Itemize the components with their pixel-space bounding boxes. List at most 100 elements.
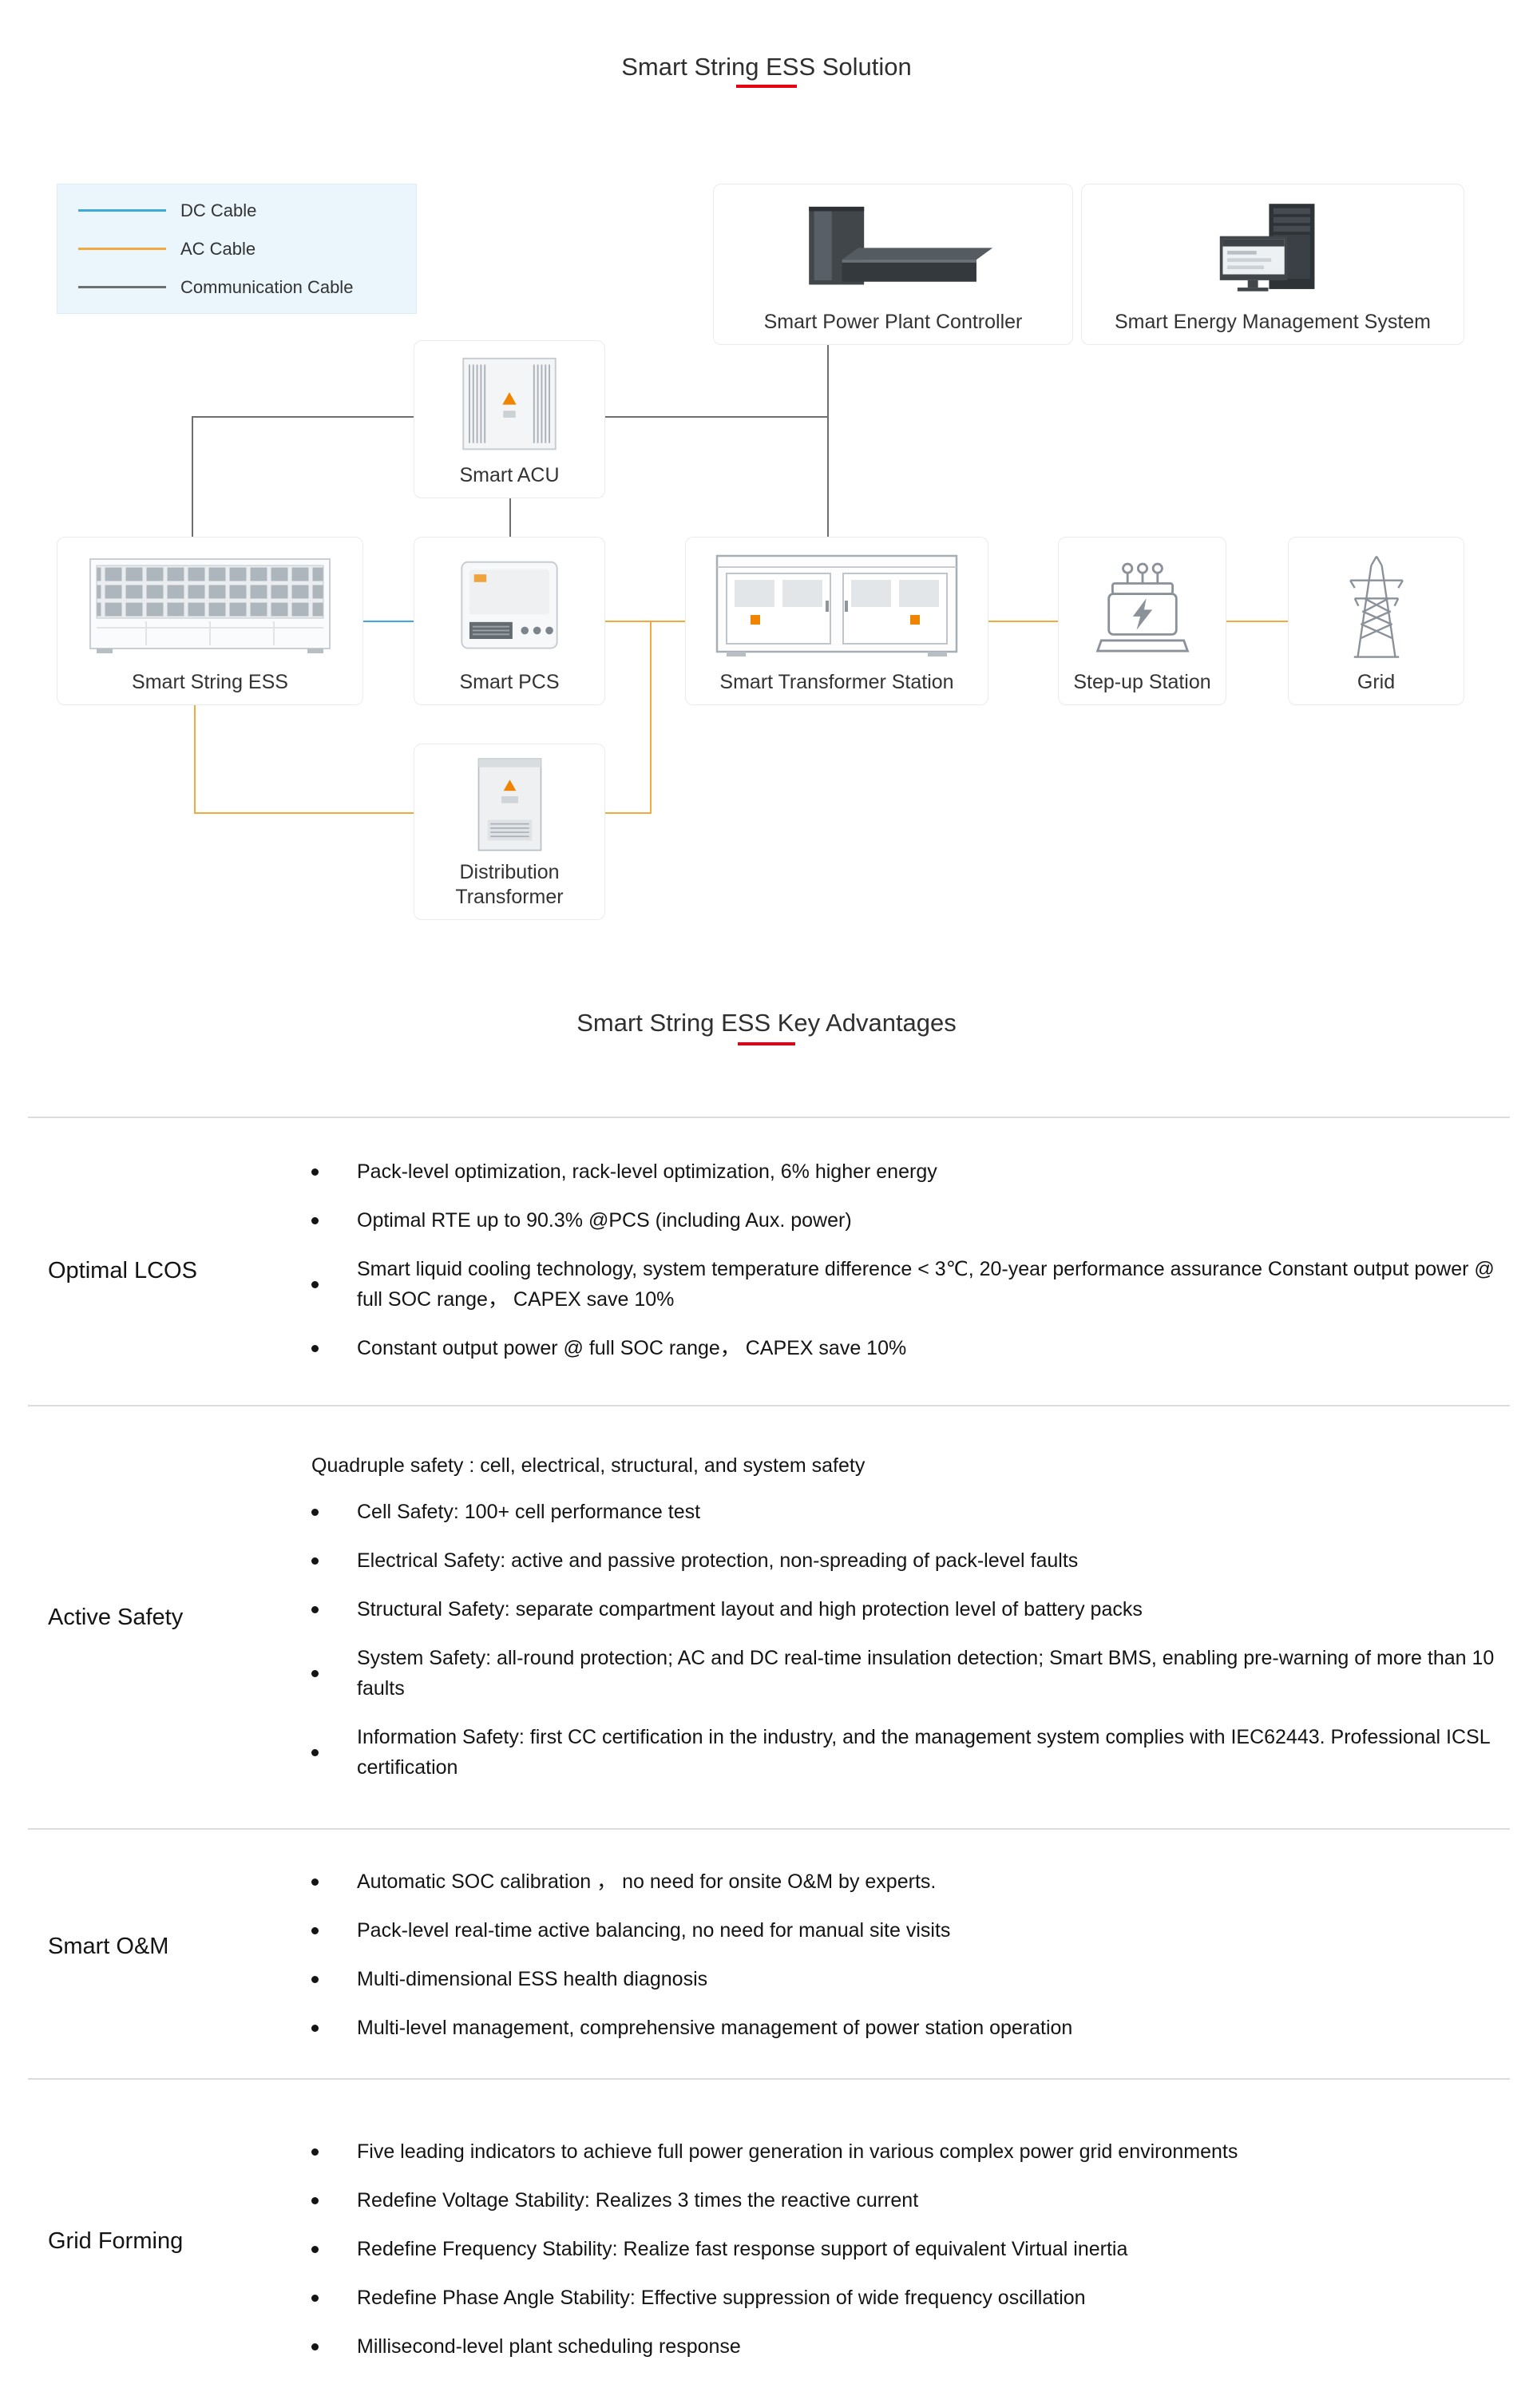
bullet-item: Smart liquid cooling technology, system … xyxy=(311,1254,1501,1315)
bullet-dot xyxy=(311,1878,319,1886)
bullet-text: Redefine Voltage Stability: Realizes 3 t… xyxy=(357,2189,919,2212)
bullet-item: Electrical Safety: active and passive pr… xyxy=(311,1545,1501,1576)
bullet-text: Automatic SOC calibration ， no need for … xyxy=(357,1870,937,1893)
distribution-transformer-illustration xyxy=(454,752,565,860)
bullet-item: Redefine Frequency Stability: Realize fa… xyxy=(311,2234,1501,2264)
comm-cable-line xyxy=(605,416,828,418)
step-up-station-label: Step-up Station xyxy=(1073,671,1211,693)
smart-acu-label: Smart ACU xyxy=(459,464,560,486)
step-up-station-illustration xyxy=(1079,545,1206,670)
smart-string-ess-label: Smart String ESS xyxy=(132,671,288,693)
smart-pcs-illustration xyxy=(448,545,571,670)
smart-power-plant-controller-image xyxy=(808,206,992,284)
bullet-text: Multi-level management, comprehensive ma… xyxy=(357,2017,1073,2039)
bullet-item: Five leading indicators to achieve full … xyxy=(311,2136,1501,2167)
bullet-text: Electrical Safety: active and passive pr… xyxy=(357,1549,1079,1572)
warning-icon xyxy=(751,615,760,625)
bullet-dot xyxy=(311,1280,319,1288)
smart-transformer-station-label: Smart Transformer Station xyxy=(719,671,954,693)
smart-pcs-label: Smart PCS xyxy=(459,671,560,693)
dc-cable-swatch xyxy=(78,209,166,212)
bullet-text: Pack-level optimization, rack-level opti… xyxy=(357,1160,937,1183)
bullet-text: Information Safety: first CC certificati… xyxy=(357,1726,1490,1779)
smart-transformer-station-image xyxy=(715,554,958,657)
ac-cable-swatch xyxy=(78,248,166,250)
bullet-dot xyxy=(311,1748,319,1756)
card-smart-energy-management-system: Smart Energy Management System xyxy=(1081,184,1464,345)
row-divider xyxy=(28,2078,1510,2080)
bullet-item: Cell Safety: 100+ cell performance test xyxy=(311,1497,1501,1527)
card-smart-string-ess: Smart String ESS xyxy=(57,537,363,705)
bullet-text: Cell Safety: 100+ cell performance test xyxy=(357,1501,701,1523)
bullet-dot xyxy=(311,2245,319,2253)
smart-string-ess-illustration xyxy=(82,545,338,670)
smart-energy-management-system-image xyxy=(1219,203,1315,292)
bullet-item: Optimal RTE up to 90.3% @PCS (including … xyxy=(311,1205,1501,1236)
row-divider xyxy=(28,1405,1510,1406)
bullet-text: Multi-dimensional ESS health diagnosis xyxy=(357,1968,708,1990)
card-smart-acu: Smart ACU xyxy=(414,340,605,498)
comm-cable-line xyxy=(192,416,414,418)
bullet-dot xyxy=(311,1975,319,1983)
legend-item-ac: AC Cable xyxy=(78,239,416,260)
smart-power-plant-controller-illustration xyxy=(758,192,1029,310)
bullet-text: Millisecond-level plant scheduling respo… xyxy=(357,2335,741,2358)
comm-cable-line xyxy=(827,345,829,538)
bullet-text: Constant output power @ full SOC range， … xyxy=(357,1337,907,1359)
dc-cable-line xyxy=(363,621,414,622)
comm-cable-line xyxy=(192,416,193,538)
bullet-dot xyxy=(311,2024,319,2032)
bullet-dot xyxy=(311,1168,319,1176)
bullet-item: Multi-level management, comprehensive ma… xyxy=(311,2013,1501,2043)
grid-illustration xyxy=(1313,545,1440,670)
bullet-dot xyxy=(311,2148,319,2156)
warning-icon xyxy=(503,779,516,791)
legend-label: AC Cable xyxy=(180,238,256,259)
bullet-dot xyxy=(311,2294,319,2302)
lightning-bolt-icon xyxy=(1132,597,1152,630)
bullet-dot xyxy=(311,1216,319,1224)
row-intro-text: Quadruple safety : cell, electrical, str… xyxy=(311,1454,866,1477)
comm-cable-swatch xyxy=(78,286,166,288)
bullet-dot xyxy=(311,1557,319,1565)
bullet-text: Structural Safety: separate compartment … xyxy=(357,1598,1143,1621)
bullet-text: Optimal RTE up to 90.3% @PCS (including … xyxy=(357,1209,852,1232)
bullet-item: Redefine Voltage Stability: Realizes 3 t… xyxy=(311,2185,1501,2216)
bullet-item: Multi-dimensional ESS health diagnosis xyxy=(311,1964,1501,1994)
legend-label: DC Cable xyxy=(180,200,257,220)
distribution-transformer-label: Distribution Transformer xyxy=(455,861,564,908)
ac-cable-line xyxy=(605,812,652,814)
card-grid: Grid xyxy=(1288,537,1464,705)
bullet-dot xyxy=(311,2343,319,2350)
distribution-transformer-image xyxy=(477,757,541,851)
smart-power-plant-controller-label: Smart Power Plant Controller xyxy=(763,311,1023,333)
advantages-title: Smart String ESS Key Advantages xyxy=(576,1009,957,1037)
bullet-text: Redefine Frequency Stability: Realize fa… xyxy=(357,2238,1128,2260)
adv-row-label-smart-om: Smart O&M xyxy=(48,1934,169,1959)
legend-item-dc: DC Cable xyxy=(78,200,416,221)
title-underline xyxy=(736,85,797,88)
transmission-tower-image xyxy=(1349,555,1404,658)
smart-acu-image xyxy=(462,357,557,450)
bullet-item: Millisecond-level plant scheduling respo… xyxy=(311,2331,1501,2362)
warning-icon xyxy=(473,573,487,582)
bullet-text: Smart liquid cooling technology, system … xyxy=(357,1258,1495,1311)
adv-row-content-active-safety: Quadruple safety : cell, electrical, str… xyxy=(311,1450,1501,1801)
bullet-dot xyxy=(311,1926,319,1934)
bullet-item: Information Safety: first CC certificati… xyxy=(311,1722,1501,1783)
bullet-text: Redefine Phase Angle Stability: Effectiv… xyxy=(357,2287,1086,2309)
cable-legend: DC Cable AC Cable Communication Cable xyxy=(57,184,417,314)
bullet-text: Five leading indicators to achieve full … xyxy=(357,2140,1238,2163)
bullet-dot xyxy=(311,1669,319,1677)
warning-icon xyxy=(910,615,920,625)
legend-label: Communication Cable xyxy=(180,276,354,297)
smart-transformer-station-illustration xyxy=(709,545,965,670)
advantages-title-underline xyxy=(738,1042,795,1045)
ac-cable-line xyxy=(194,705,196,814)
card-smart-power-plant-controller: Smart Power Plant Controller xyxy=(713,184,1073,345)
warning-icon xyxy=(502,392,517,405)
row-divider xyxy=(28,1117,1510,1118)
ac-cable-line xyxy=(650,621,652,814)
smart-energy-management-system-illustration xyxy=(1137,192,1408,310)
